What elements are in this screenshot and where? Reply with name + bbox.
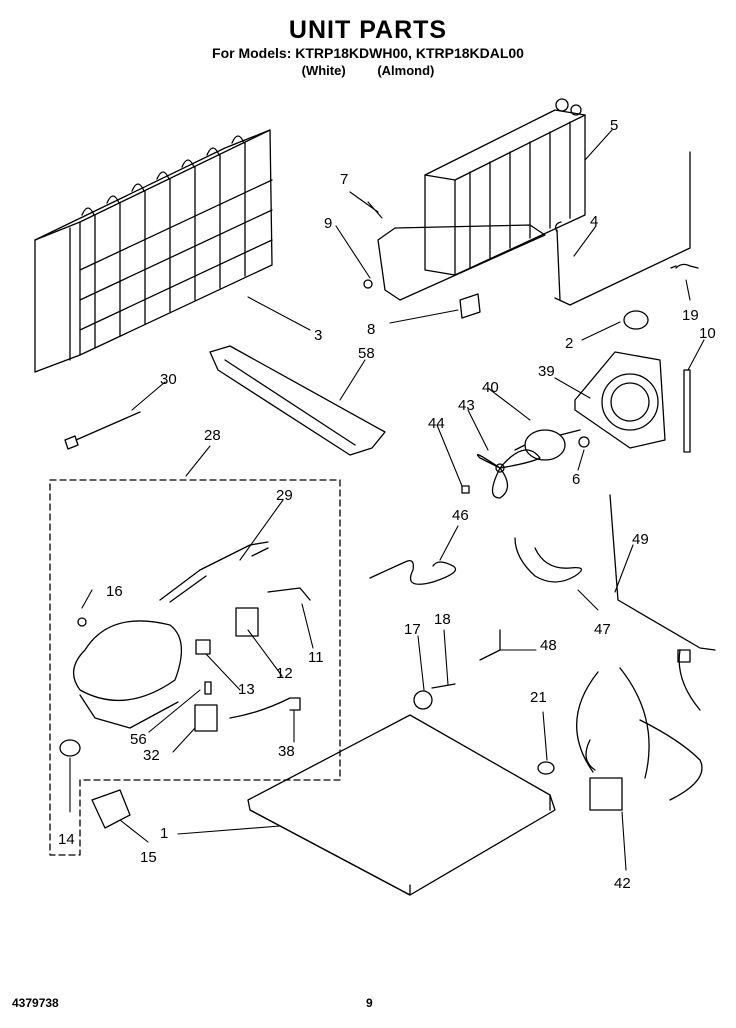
part-19	[670, 263, 699, 269]
callout-21: 21	[530, 689, 547, 706]
tube-47	[514, 537, 582, 583]
callout-17: 17	[404, 621, 421, 638]
evaporator	[424, 98, 586, 276]
callout-8: 8	[367, 321, 375, 338]
clip-8	[459, 293, 481, 319]
document-number: 4379738	[12, 996, 59, 1010]
grommet-2	[623, 310, 649, 330]
page-number: 9	[366, 996, 373, 1010]
nut-44	[461, 485, 470, 494]
callout-11: 11	[308, 649, 324, 666]
axle-18	[431, 683, 456, 689]
condenser-coil	[34, 129, 273, 373]
callout-58: 58	[358, 345, 375, 362]
callout-28: 28	[204, 427, 221, 444]
callout-12: 12	[276, 665, 293, 682]
fan-motor	[514, 429, 581, 461]
color-line: (White) (Almond)	[0, 63, 736, 78]
callout-6: 6	[572, 471, 580, 488]
callout-10: 10	[699, 325, 716, 342]
color-white: (White)	[301, 63, 346, 78]
models-line: For Models: KTRP18KDWH00, KTRP18KDAL00	[212, 45, 524, 61]
callout-46: 46	[452, 507, 469, 524]
part-15	[91, 789, 131, 829]
callout-7: 7	[340, 171, 348, 188]
callout-4: 4	[590, 213, 598, 230]
callout-1: 1	[160, 825, 168, 842]
color-almond: (Almond)	[377, 63, 435, 78]
callout-49: 49	[632, 531, 649, 548]
callout-38: 38	[278, 743, 295, 760]
leader-lines	[69, 129, 705, 871]
callout-5: 5	[610, 117, 618, 134]
compressor	[59, 617, 182, 757]
callout-3: 3	[314, 327, 322, 344]
wire-harness	[576, 649, 703, 811]
screw-9	[363, 279, 373, 289]
screw-56	[204, 681, 212, 695]
callout-13: 13	[238, 681, 255, 698]
fan-shroud	[574, 351, 666, 449]
terminal-32	[194, 704, 218, 732]
callout-14: 14	[58, 831, 75, 848]
callout-56: 56	[130, 731, 147, 748]
drain-pan-58	[209, 345, 386, 456]
callout-43: 43	[458, 397, 475, 414]
callout-2: 2	[565, 335, 573, 352]
nut-21	[537, 761, 555, 775]
compressor-kit-outline	[49, 479, 341, 856]
base-pan	[247, 714, 556, 896]
screw-6	[578, 436, 590, 448]
overload-13	[195, 639, 211, 655]
callout-30: 30	[160, 371, 177, 388]
callout-29: 29	[276, 487, 293, 504]
defrost-heater	[554, 151, 691, 306]
evap-drain-pan	[377, 224, 546, 301]
callout-47: 47	[594, 621, 611, 638]
filter-drier	[159, 541, 269, 603]
callout-44: 44	[428, 415, 445, 432]
relay-12	[235, 607, 259, 637]
callout-18: 18	[434, 611, 451, 628]
callout-40: 40	[482, 379, 499, 396]
roller-17	[413, 690, 433, 710]
callout-39: 39	[538, 363, 555, 380]
callout-19: 19	[682, 307, 699, 324]
tube-49	[609, 494, 716, 651]
harness-38	[229, 697, 301, 719]
callout-15: 15	[140, 849, 157, 866]
callout-labels: 1 2 3 4 5 6 7 8 9 10 11 12 13 14 15 16 1…	[58, 117, 716, 892]
callout-42: 42	[614, 875, 631, 892]
tube-46	[369, 559, 457, 585]
callout-32: 32	[143, 747, 160, 764]
tube-48	[479, 629, 501, 661]
bolt-30	[64, 411, 141, 450]
wire-11	[267, 587, 311, 601]
fan-blade	[476, 449, 541, 499]
diagram-title: UNIT PARTS	[288, 16, 448, 44]
callout-9: 9	[324, 215, 332, 232]
callout-48: 48	[540, 637, 557, 654]
callout-16: 16	[106, 583, 123, 600]
gasket-strip-10	[683, 369, 691, 453]
